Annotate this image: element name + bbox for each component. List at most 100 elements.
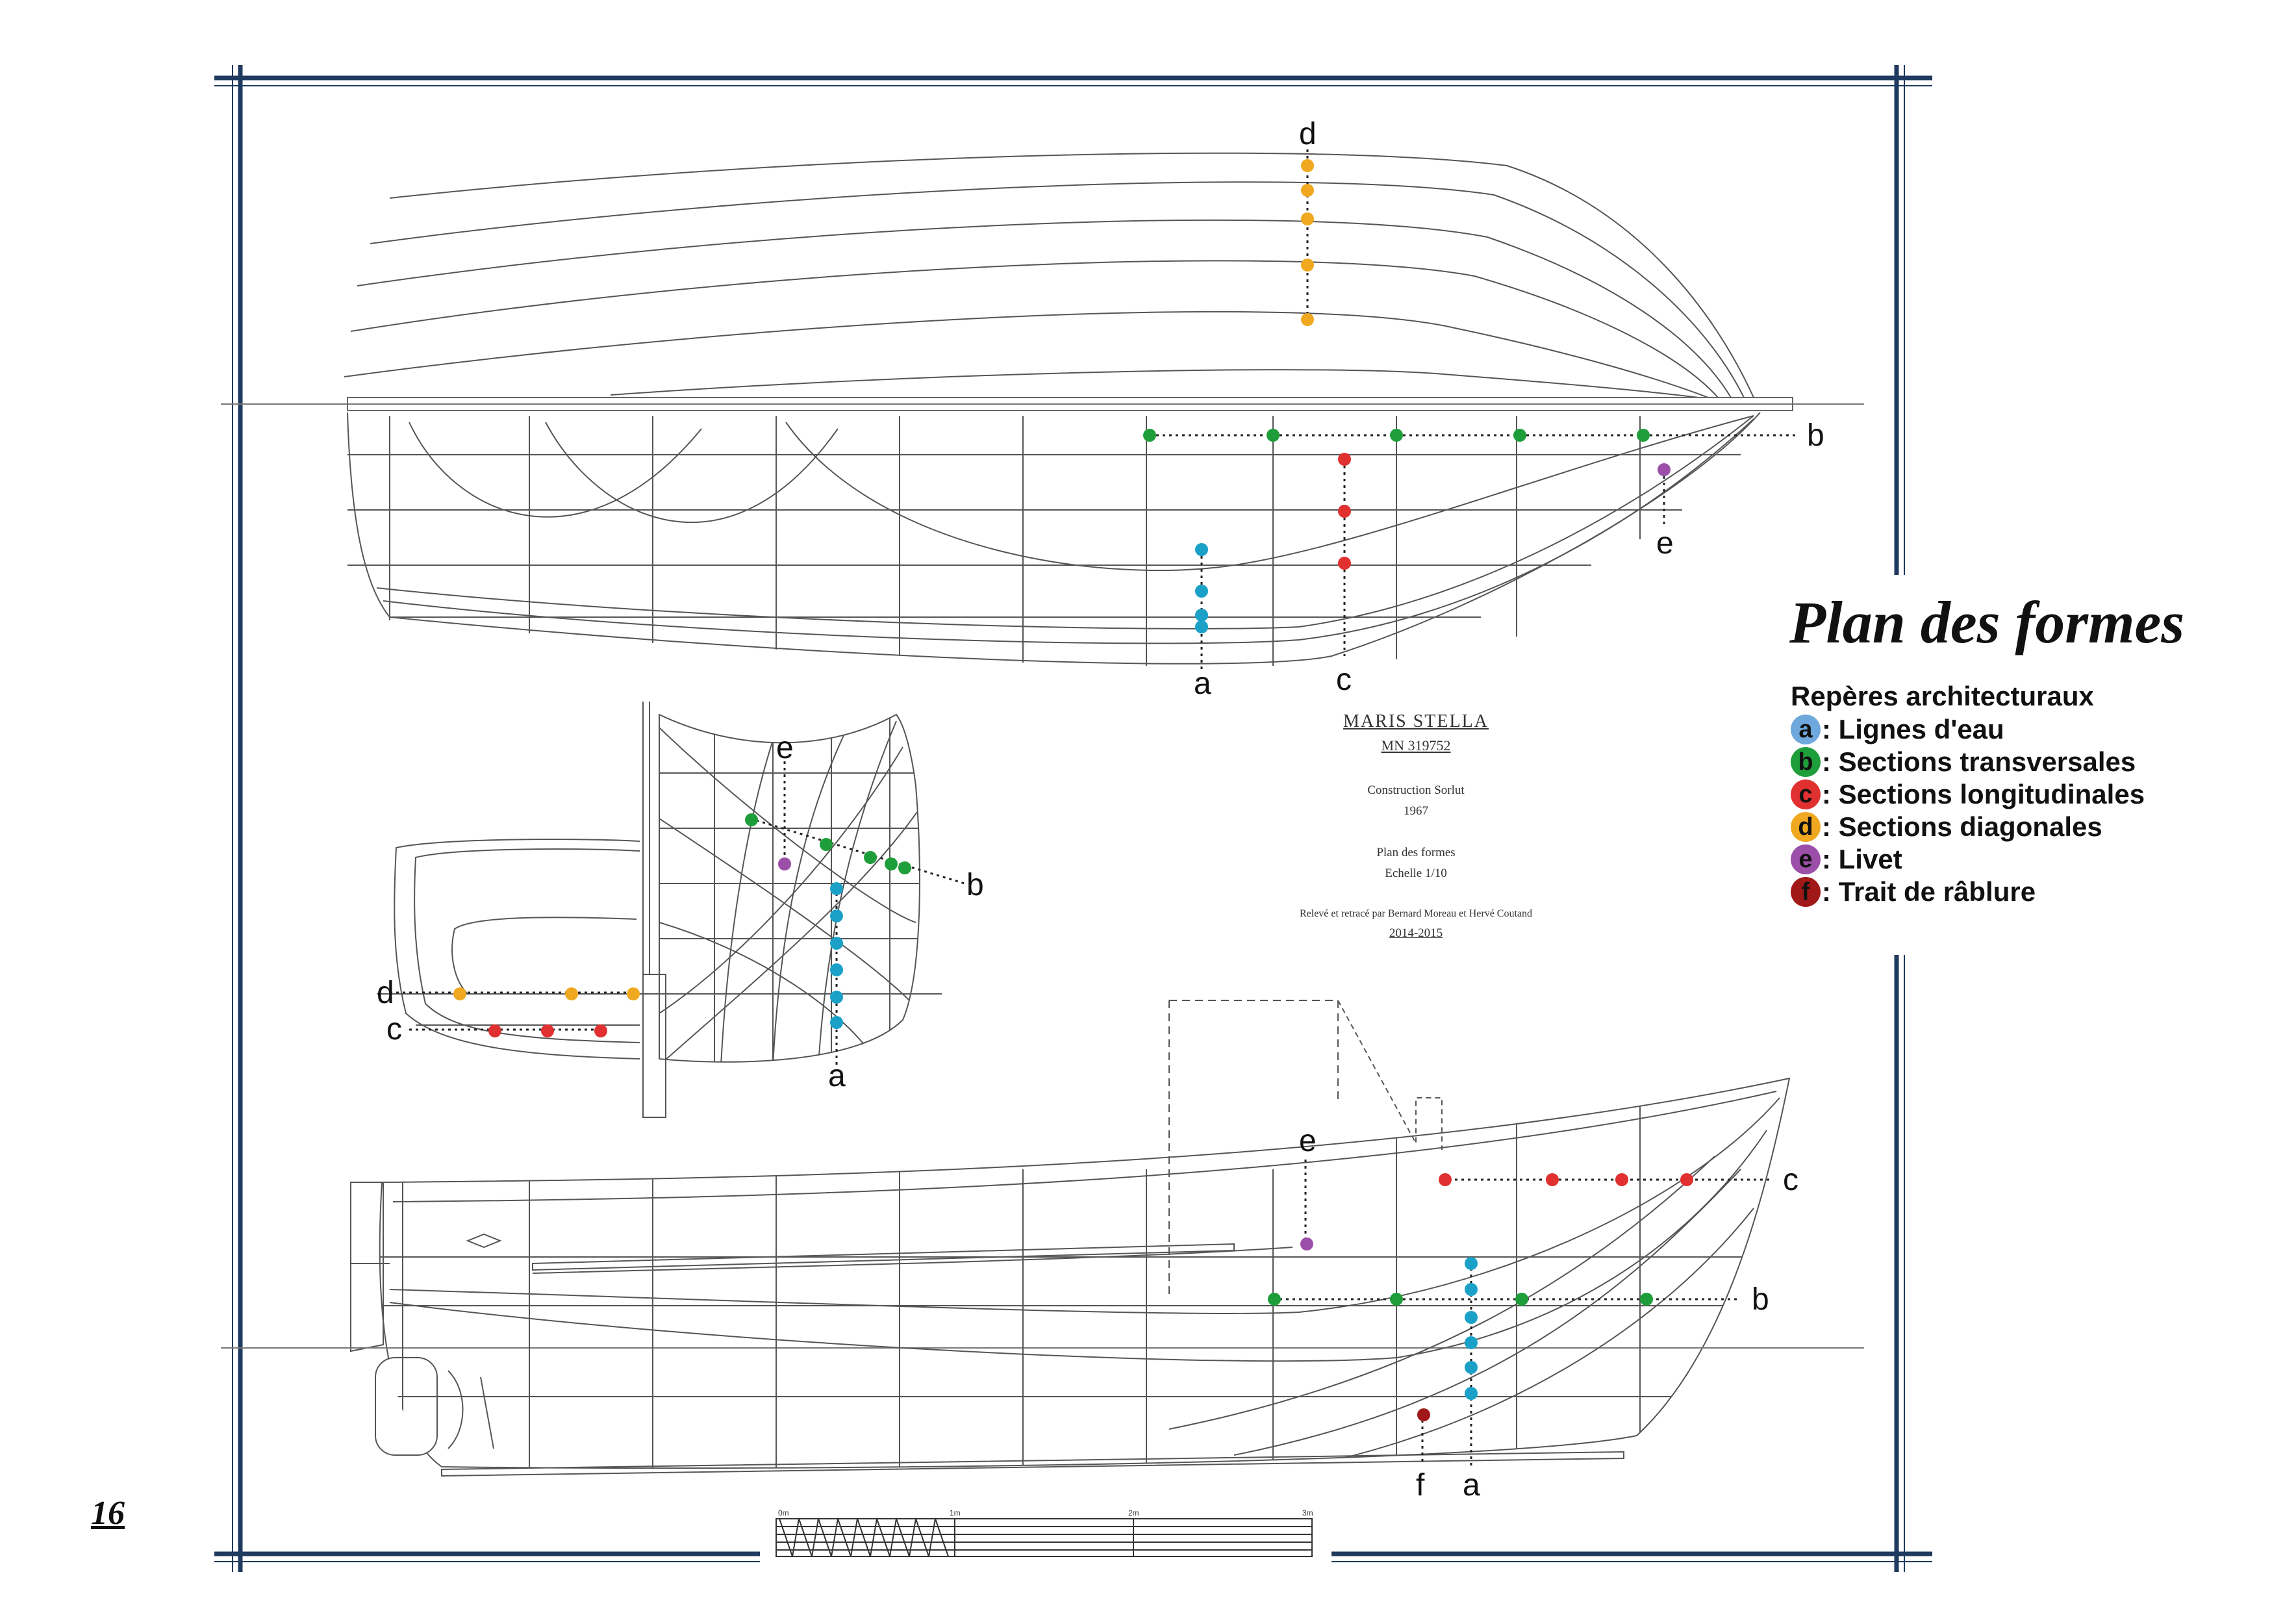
callout-f-profile: f	[1416, 1468, 1425, 1503]
markers-d-top	[1301, 159, 1314, 326]
plan-scale: Echelle 1/10	[1385, 867, 1447, 880]
callout-labels: d b e a c e b d c a e c b f a	[377, 117, 1824, 1503]
marker-b	[1390, 429, 1403, 442]
callout-e-section: e	[776, 731, 794, 765]
marker-a	[1465, 1311, 1478, 1324]
markers-mid	[1143, 429, 1671, 633]
marker-a	[1465, 1283, 1478, 1296]
markers-section	[453, 813, 911, 1037]
page-frame	[214, 65, 1932, 1572]
marker-a	[1465, 1336, 1478, 1349]
legend-item-d: d : Sections diagonales	[1791, 811, 2102, 843]
marker-c	[1546, 1173, 1559, 1186]
legend-item-b: b : Sections transversales	[1791, 746, 2136, 778]
page-title: Plan des formes	[1789, 589, 2185, 655]
page-number: 16	[91, 1495, 125, 1532]
callout-d-top: d	[1299, 117, 1317, 151]
marker-a	[1465, 1361, 1478, 1374]
marker-f	[1417, 1408, 1430, 1421]
legend-badge-c: c	[1791, 780, 1821, 809]
marker-b	[1268, 1293, 1281, 1306]
marker-e	[778, 857, 791, 870]
marker-c	[488, 1024, 501, 1037]
legend-label-e: : Livet	[1822, 844, 1902, 874]
marker-e	[1658, 463, 1671, 476]
marker-c	[1338, 453, 1351, 466]
marker-a	[830, 963, 843, 976]
boat-registry: MN 319752	[1381, 737, 1451, 754]
legend-badge-b: b	[1791, 747, 1821, 777]
marker-d	[565, 987, 578, 1000]
marker-a	[830, 882, 843, 895]
legend-label-d: : Sections diagonales	[1822, 811, 2102, 842]
marker-a	[1465, 1257, 1478, 1270]
marker-a	[1195, 585, 1208, 598]
boat-name: MARIS STELLA	[1343, 711, 1489, 731]
callout-b-mid: b	[1807, 418, 1824, 453]
markers-profile	[1268, 1173, 1693, 1421]
marker-d	[627, 987, 640, 1000]
legend-badge-e: e	[1791, 844, 1821, 874]
callout-a-mid: a	[1194, 666, 1211, 701]
callout-a-section: a	[828, 1059, 846, 1093]
marker-b	[1390, 1293, 1403, 1306]
marker-c	[541, 1024, 554, 1037]
callout-e-mid: e	[1656, 526, 1674, 561]
marker-a	[830, 1016, 843, 1029]
marker-d	[1301, 184, 1314, 197]
legend-label-b: : Sections transversales	[1822, 746, 2136, 777]
callout-c-profile: c	[1783, 1163, 1798, 1197]
marker-d	[1301, 259, 1314, 272]
marker-leader-lines	[390, 149, 1796, 1468]
callout-a-profile: a	[1463, 1468, 1480, 1503]
title-cartouche: MARIS STELLA MN 319752 Construction Sorl…	[1254, 711, 1578, 941]
legend-label-f: : Trait de râblure	[1822, 876, 2036, 907]
callout-c-mid: c	[1336, 663, 1352, 697]
survey-credit: Relevé et retracé par Bernard Moreau et …	[1299, 908, 1533, 919]
scale-tick-3: 3m	[1302, 1508, 1313, 1517]
boat-year: 1967	[1404, 804, 1428, 818]
marker-b	[1143, 429, 1156, 442]
legend-label-c: : Sections longitudinales	[1822, 779, 2145, 809]
marker-c	[594, 1024, 607, 1037]
legend-badge-a: a	[1791, 715, 1821, 744]
legend-item-c: c : Sections longitudinales	[1791, 778, 2145, 811]
half-breadth-plan	[221, 152, 1864, 405]
marker-a	[830, 991, 843, 1004]
marker-c	[1338, 557, 1351, 570]
plan-name: Plan des formes	[1376, 846, 1456, 859]
scale-tick-2: 2m	[1128, 1508, 1139, 1517]
legend-item-a: a : Lignes d'eau	[1791, 713, 2004, 746]
marker-b	[1637, 429, 1650, 442]
marker-b	[1515, 1293, 1528, 1306]
legend-badge-d: d	[1791, 812, 1821, 842]
marker-c	[1338, 505, 1351, 518]
marker-a	[1195, 609, 1208, 622]
marker-e	[1300, 1237, 1313, 1250]
marker-b	[1640, 1293, 1653, 1306]
marker-b	[745, 813, 758, 826]
boat-builder: Construction Sorlut	[1367, 783, 1465, 797]
callout-b-profile: b	[1752, 1282, 1769, 1317]
sheer-plan	[347, 397, 1793, 666]
marker-c	[1615, 1173, 1628, 1186]
marker-c	[1439, 1173, 1452, 1186]
marker-b	[1267, 429, 1280, 442]
legend-badge-f: f	[1791, 877, 1821, 907]
profile-plan	[221, 1000, 1864, 1477]
body-plan-sections	[377, 702, 942, 1118]
scale-tick-0: 0m	[778, 1508, 789, 1517]
legend-item-e: e : Livet	[1791, 843, 1902, 876]
marker-b	[885, 857, 898, 870]
marker-d	[1301, 313, 1314, 326]
marker-a	[1195, 543, 1208, 556]
marker-d	[453, 987, 466, 1000]
legend-item-f: f : Trait de râblure	[1791, 876, 2036, 908]
callout-c-section: c	[386, 1012, 402, 1047]
callout-e-profile: e	[1299, 1124, 1317, 1158]
marker-a	[830, 909, 843, 922]
survey-dates: 2014-2015	[1389, 926, 1443, 940]
marker-b	[864, 851, 877, 864]
legend-label-a: : Lignes d'eau	[1822, 714, 2004, 744]
